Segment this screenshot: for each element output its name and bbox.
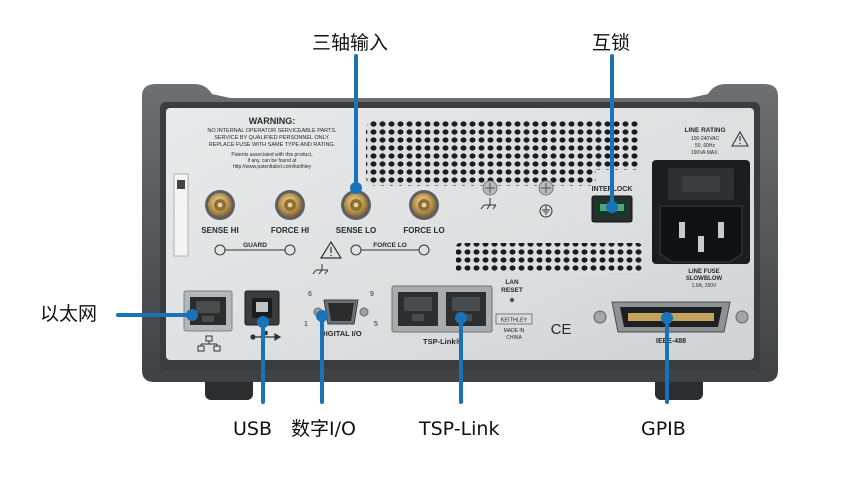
made-in-1: MADE IN [504, 328, 525, 334]
ce-mark: CE [551, 321, 572, 338]
digital-io-label: DIGITAL I/O [320, 329, 362, 338]
warning-title: WARNING: [249, 116, 296, 126]
callout-usb: USB [233, 418, 273, 440]
guard-label: GUARD [243, 242, 267, 249]
callout-interlock: 互锁 [592, 32, 631, 54]
callout-digital-io: 数字I/O [291, 418, 356, 440]
dio-pin-5: 5 [374, 321, 378, 328]
force-lo-bracket [350, 244, 430, 256]
vent-grille-bottom [456, 243, 642, 273]
patent-line-3: http://www.patentlabel.com/keithley [233, 164, 312, 170]
brand-box [495, 313, 533, 325]
digital-io-port[interactable] [313, 299, 369, 325]
rear-plate [166, 108, 754, 360]
line-rating-3: 190VA MAX. [691, 150, 719, 156]
callout-ethernet: 以太网 [40, 303, 98, 325]
lan-reset-2: RESET [501, 287, 523, 294]
callout-triax-input: 三轴输入 [312, 32, 389, 54]
line-rating-title: LINE RATING [684, 127, 725, 134]
ieee-label: IEEE-488 [656, 338, 686, 345]
patent-line-2: if any, can be found at [248, 158, 297, 164]
warning-line-2: SERVICE BY QUALIFIED PERSONNEL ONLY. [214, 135, 330, 141]
callout-tsp-link: TSP-Link [419, 418, 500, 440]
warning-triangle-icon [319, 240, 343, 259]
warning-line-1: NO INTERNAL OPERATOR SERVICEABLE PARTS. [207, 128, 337, 134]
line-rating-2: 50, 60Hz [695, 143, 716, 149]
line-fuse-3: 1.0A, 250V [692, 283, 717, 289]
usb-icon [250, 330, 282, 342]
leader-dot-gpib [661, 312, 673, 324]
leader-dot-triax [350, 182, 362, 194]
connector-label-sense-hi: SENSE HI [201, 226, 238, 235]
leader-dot-interlock [606, 201, 618, 213]
chassis-ground-symbol [480, 198, 497, 210]
protective-earth-symbol [539, 204, 553, 218]
leader-dot-tsp-link [455, 312, 467, 324]
vent-grille-top [366, 120, 640, 186]
leader-dot-digital-io [316, 310, 328, 322]
leader-dot-ethernet [186, 309, 198, 321]
line-fuse-2: SLOWBLOW [686, 276, 723, 282]
leader-dot-usb [257, 316, 269, 328]
callout-gpib: GPIB [641, 418, 686, 440]
tsp-link-label: TSP-Link® [423, 337, 462, 346]
power-inlet[interactable] [652, 160, 750, 264]
ground-screw-2 [538, 180, 554, 196]
warning-line-3: REPLACE FUSE WITH SAME TYPE AND RATING. [209, 142, 336, 148]
line-rating-1: 100-240VAC [691, 136, 720, 142]
serial-barcode [177, 180, 185, 189]
network-icon [197, 335, 221, 352]
lan-reset-1: LAN [505, 279, 519, 286]
triax-force-lo[interactable] [409, 190, 439, 220]
callout-lines [116, 54, 673, 404]
tsp-link-ports[interactable] [391, 285, 493, 333]
line-fuse-1: LINE FUSE [688, 269, 719, 275]
triax-sense-hi[interactable] [205, 190, 235, 220]
chassis-ground-icon [312, 264, 329, 275]
lan-reset-button[interactable] [509, 297, 515, 303]
connector-label-sense-lo: SENSE LO [336, 226, 376, 235]
dio-pin-1: 1 [304, 321, 308, 328]
connector-label-force-lo: FORCE LO [403, 226, 444, 235]
line-warning-triangle-icon [731, 130, 749, 147]
dio-pin-9: 9 [370, 291, 374, 298]
force-lo-bracket-label: FORCE LO [373, 242, 407, 249]
serial-label [173, 173, 189, 257]
usb-port[interactable] [244, 290, 280, 326]
connector-label-force-hi: FORCE HI [271, 226, 309, 235]
brand-label: KEITHLEY [501, 318, 528, 324]
guard-bracket [214, 244, 296, 256]
ground-screw-1 [482, 180, 498, 196]
triax-sense-lo[interactable] [341, 190, 371, 220]
patent-line-1: Patents associated with this product, [231, 152, 312, 158]
dio-pin-6: 6 [308, 291, 312, 298]
made-in-2: CHINA [506, 335, 522, 341]
triax-force-hi[interactable] [275, 190, 305, 220]
ethernet-port[interactable] [183, 290, 233, 332]
